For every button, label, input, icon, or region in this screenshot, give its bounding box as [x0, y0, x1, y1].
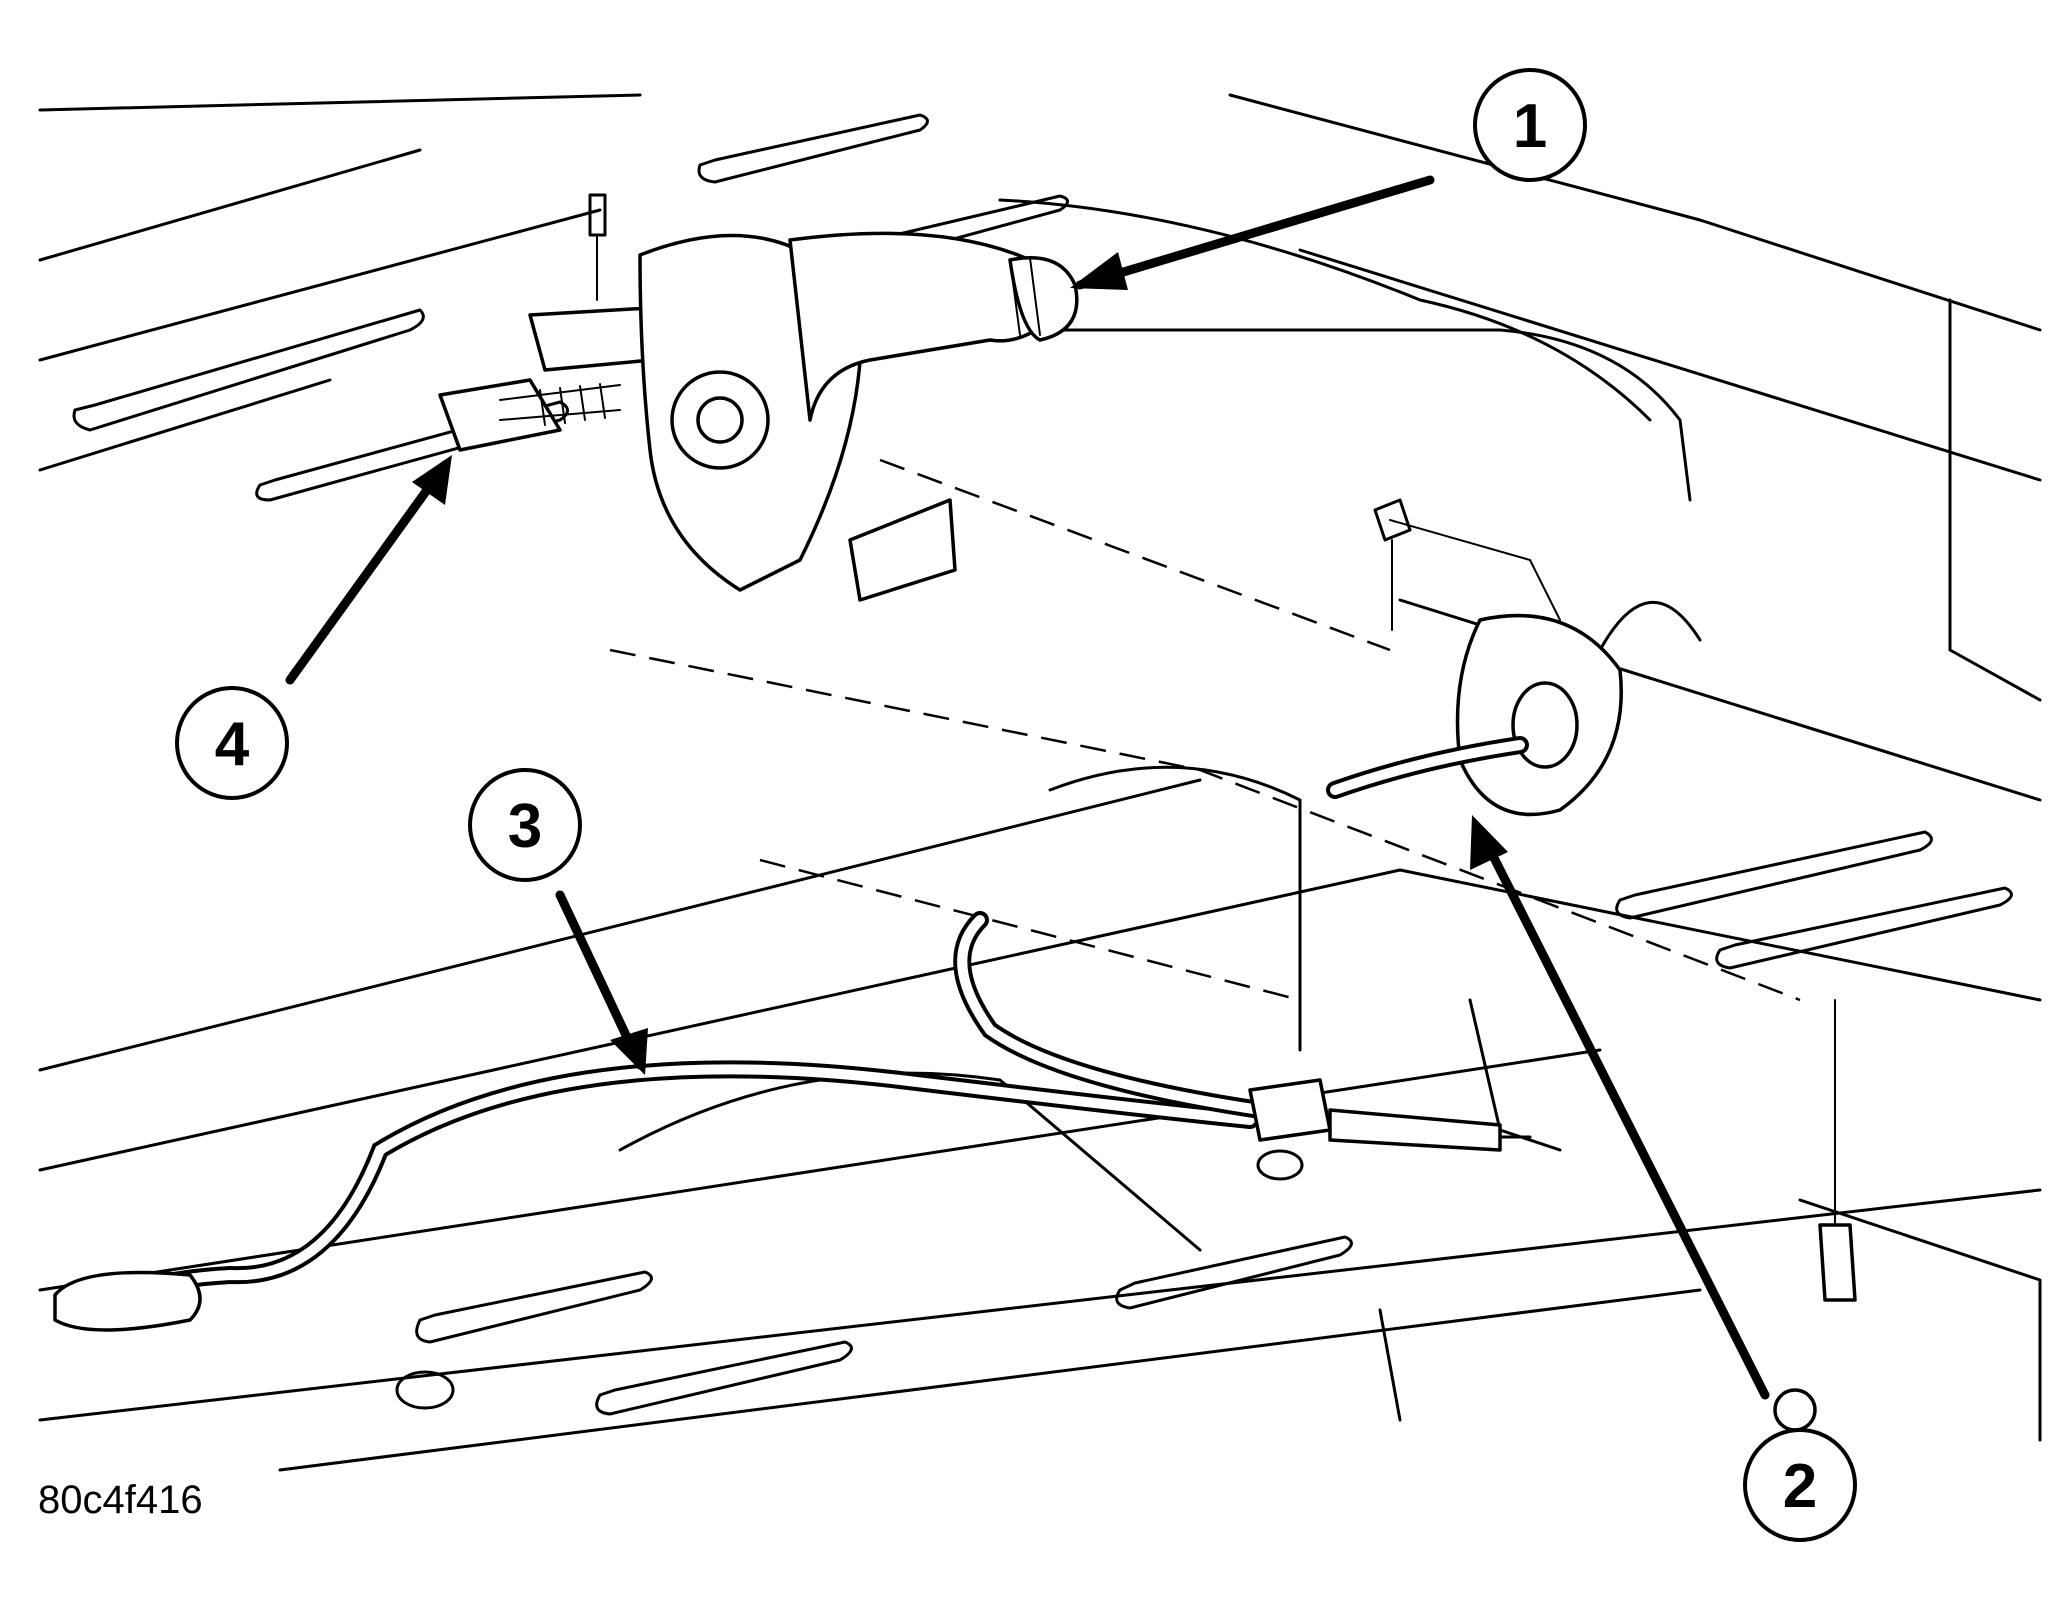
callout-arrow-1-head [1070, 252, 1128, 290]
rear-cable [1326, 613, 1623, 817]
callout-2: 2 [1743, 1428, 1857, 1542]
rear-bracket [1773, 999, 1857, 1432]
figure-code: 80c4f416 [38, 1478, 203, 1522]
callout-arrow-4-head [412, 455, 452, 505]
callout-arrow-3-head [610, 1028, 648, 1075]
callout-3: 3 [468, 768, 582, 882]
front-cable-adjuster [438, 378, 621, 452]
callout-arrow-2 [1475, 825, 1770, 1400]
callout-4: 4 [175, 686, 289, 800]
callout-arrow-1 [1075, 175, 1435, 290]
floor-pan [38, 93, 2042, 1472]
callout-1: 1 [1473, 68, 1587, 182]
callout-1-label: 1 [1513, 92, 1547, 161]
parking-brake-lever [528, 231, 1079, 602]
equalizer-cable [53, 911, 1532, 1332]
callout-3-label: 3 [508, 792, 542, 861]
callout-2-label: 2 [1783, 1452, 1817, 1521]
callout-4-label: 4 [215, 710, 250, 779]
callout-arrow-4 [285, 460, 450, 685]
callout-arrow-2-head [1470, 815, 1508, 870]
